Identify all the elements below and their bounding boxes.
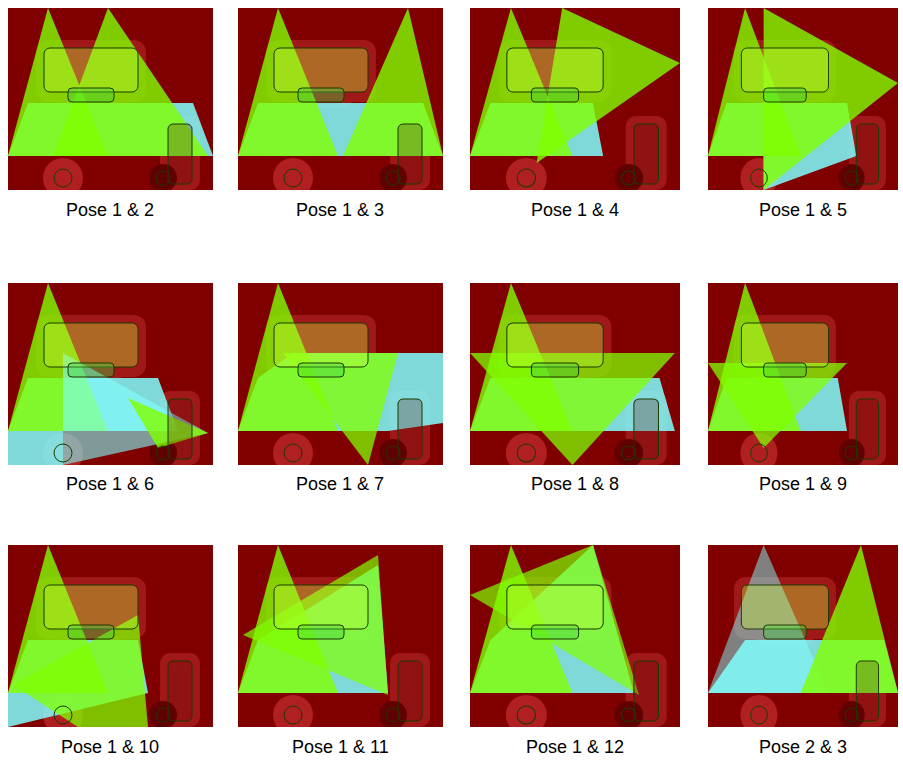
panel-caption: Pose 1 & 5 — [759, 200, 847, 221]
panel-caption: Pose 1 & 10 — [61, 737, 159, 758]
coverage-map — [238, 283, 443, 465]
panel-caption: Pose 1 & 11 — [292, 737, 389, 758]
coverage-map — [8, 8, 213, 190]
coverage-map — [470, 8, 680, 190]
panel-caption: Pose 1 & 2 — [66, 200, 154, 221]
panel-caption: Pose 1 & 9 — [759, 474, 847, 495]
coverage-map — [8, 545, 213, 727]
coverage-map — [8, 283, 213, 465]
coverage-map — [238, 8, 443, 190]
panel-caption: Pose 1 & 7 — [296, 474, 384, 495]
coverage-map — [470, 545, 680, 727]
coverage-map — [708, 283, 898, 465]
coverage-map — [238, 545, 443, 727]
panel-caption: Pose 1 & 8 — [531, 474, 619, 495]
panel-caption: Pose 1 & 12 — [526, 737, 624, 758]
panel-caption: Pose 2 & 3 — [759, 737, 847, 758]
panel-caption: Pose 1 & 6 — [66, 474, 154, 495]
panel-caption: Pose 1 & 4 — [531, 200, 619, 221]
coverage-map — [708, 545, 898, 727]
panel-caption: Pose 1 & 3 — [296, 200, 384, 221]
coverage-map — [708, 8, 898, 190]
coverage-map — [470, 283, 680, 465]
